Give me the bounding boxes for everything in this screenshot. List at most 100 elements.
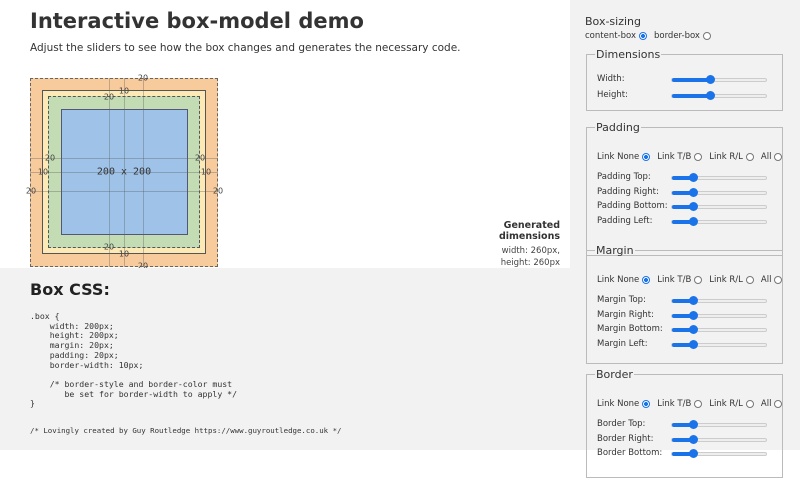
margin-bottom-value: 20 (137, 261, 149, 271)
css-code: .box { width: 200px; height: 200px; marg… (30, 311, 238, 409)
padding-link-radio[interactable] (745, 153, 754, 161)
slider-thumb[interactable] (688, 202, 698, 212)
border-link-radio[interactable] (694, 400, 703, 408)
border-bottom-value: 10 (118, 249, 130, 259)
link-option-label: Link R/L (709, 399, 743, 409)
margin-link-radio[interactable] (745, 276, 754, 284)
link-option-label: Link T/B (657, 399, 692, 409)
padding-slider-label: Padding Left: (597, 216, 653, 227)
border-box-radio[interactable] (702, 32, 711, 40)
border-slider[interactable] (671, 449, 767, 459)
content-area (61, 109, 188, 235)
slider-thumb[interactable] (688, 434, 698, 444)
dimensions-slider-label: Width: (597, 74, 625, 84)
slider-thumb[interactable] (688, 187, 698, 197)
margin-slider-label: Margin Top: (597, 295, 646, 305)
border-box-label: border-box (653, 31, 700, 41)
guide-line (30, 158, 218, 159)
padding-top-value: 20 (103, 92, 115, 102)
link-option-label: All (760, 275, 772, 285)
dimensions-slider-label: Height: (597, 89, 628, 100)
css-title: Box CSS: (30, 280, 110, 299)
guide-line (30, 191, 218, 192)
border-slider-label: Border Right: (597, 433, 654, 444)
margin-link-radio[interactable] (774, 276, 783, 284)
padding-link-radio[interactable] (642, 153, 651, 161)
border-left-value: 10 (37, 167, 49, 177)
dimensions-slider[interactable] (671, 90, 767, 100)
margin-right-value: 20 (212, 186, 224, 196)
dimensions-slider[interactable] (671, 75, 767, 84)
link-option-label: Link R/L (709, 275, 743, 285)
margin-top-value: 20 (137, 73, 149, 83)
border-link-radio[interactable] (642, 400, 651, 408)
credit-link[interactable]: https://www.guyroutledge.co.uk (194, 426, 329, 435)
padding-link-radio[interactable] (694, 153, 703, 161)
border-slider-label: Border Top: (597, 419, 646, 429)
link-option-label: Link T/B (657, 152, 692, 162)
border-right-value: 10 (200, 167, 212, 177)
link-option-label: Link None (597, 399, 640, 409)
padding-slider[interactable] (671, 217, 767, 227)
padding-link-radio[interactable] (774, 153, 783, 161)
margin-slider[interactable] (671, 310, 767, 320)
generated-height: height: 260px (500, 258, 560, 268)
link-option-label: All (760, 399, 772, 409)
margin-slider-label: Margin Right: (597, 309, 654, 320)
border-slider[interactable] (671, 434, 767, 444)
content-size-label: 200 x 200 (96, 166, 152, 178)
slider-thumb[interactable] (688, 449, 698, 459)
guide-line (30, 172, 218, 173)
padding-slider[interactable] (671, 173, 767, 182)
margin-slider-label: Margin Left: (597, 339, 648, 350)
padding-slider-label: Padding Right: (597, 186, 659, 197)
border-link-radio[interactable] (774, 400, 783, 408)
border-link-radio[interactable] (745, 400, 754, 408)
padding-slider-label: Padding Top: (597, 172, 651, 182)
dimensions-legend: Dimensions (596, 48, 661, 61)
link-option-label: All (760, 152, 772, 162)
css-output-section: Box CSS: .box { width: 200px; height: 20… (0, 268, 570, 450)
margin-link-radio[interactable] (694, 276, 703, 284)
guide-line (109, 78, 110, 267)
slider-thumb[interactable] (705, 90, 715, 100)
margin-legend: Margin (596, 244, 634, 257)
margin-slider[interactable] (671, 296, 767, 305)
controls-panel: Box-sizing content-box border-box Dimens… (570, 0, 800, 478)
slider-thumb[interactable] (688, 296, 698, 305)
generated-dimensions: Generated dimensions width: 260px, heigh… (449, 210, 570, 268)
padding-slider[interactable] (671, 202, 767, 212)
credit: /* Lovingly created by Guy Routledge htt… (30, 426, 342, 435)
border-legend: Border (596, 368, 633, 381)
page-subtitle: Adjust the sliders to see how the box ch… (30, 42, 461, 54)
content-box-radio[interactable] (638, 32, 647, 40)
guide-line (143, 78, 144, 267)
slider-thumb[interactable] (688, 310, 698, 320)
border-link-options: Link None Link T/B Link R/L All (597, 399, 789, 409)
credit-text: /* Lovingly created by Guy Routledge (30, 426, 195, 435)
margin-slider[interactable] (671, 325, 767, 335)
slider-thumb[interactable] (688, 340, 698, 350)
padding-legend: Padding (596, 121, 640, 134)
padding-bottom-value: 20 (103, 242, 115, 252)
slider-thumb[interactable] (688, 325, 698, 335)
margin-slider[interactable] (671, 340, 767, 350)
slider-thumb[interactable] (688, 217, 698, 227)
generated-title: Generated dimensions (498, 220, 560, 242)
box-sizing-options: content-box border-box (585, 31, 718, 41)
slider-thumb[interactable] (688, 420, 698, 429)
padding-slider[interactable] (671, 187, 767, 197)
padding-left-value: 20 (44, 153, 56, 163)
slider-thumb[interactable] (705, 75, 715, 84)
border-top-value: 10 (118, 86, 130, 96)
generated-width: width: 260px, (501, 246, 560, 256)
border-slider[interactable] (671, 420, 767, 429)
margin-link-radio[interactable] (642, 276, 651, 284)
link-option-label: Link T/B (657, 275, 692, 285)
slider-thumb[interactable] (688, 173, 698, 182)
